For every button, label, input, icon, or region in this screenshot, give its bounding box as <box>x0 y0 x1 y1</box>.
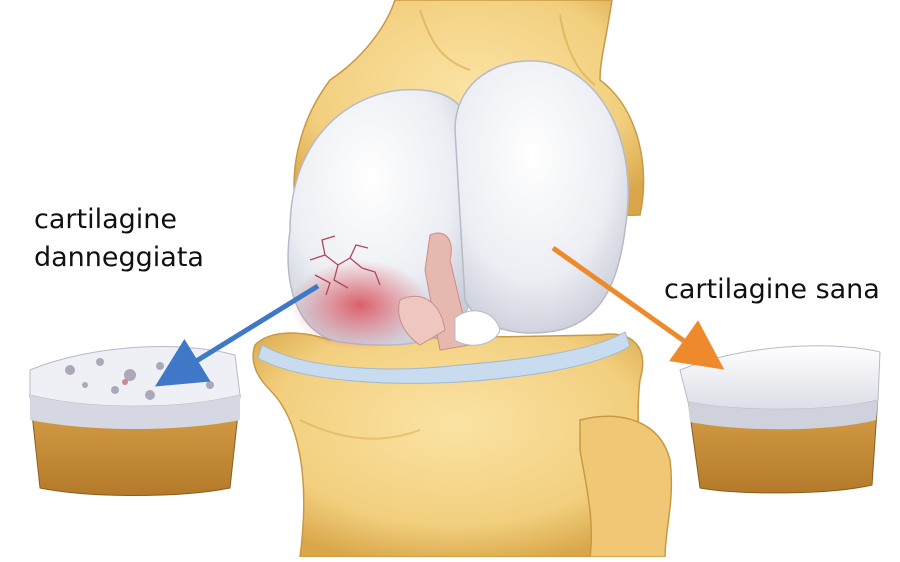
damaged-cartilage-label-line1: cartilagine <box>34 204 177 235</box>
damaged-arrow <box>154 283 320 387</box>
fibula <box>579 415 673 558</box>
damaged-cartilage-sample-icon <box>29 346 241 496</box>
damaged-cartilage-label-line2: danneggiata <box>34 242 204 273</box>
inflamed-area <box>290 260 430 350</box>
cruciate-ligaments <box>398 232 501 351</box>
healthy-arrow <box>551 245 725 370</box>
cartilage-cracks <box>309 235 381 296</box>
healthy-cartilage-sample-icon <box>679 345 881 494</box>
healthy-cartilage-label: cartilagine sana <box>664 274 880 305</box>
meniscus <box>257 331 631 384</box>
